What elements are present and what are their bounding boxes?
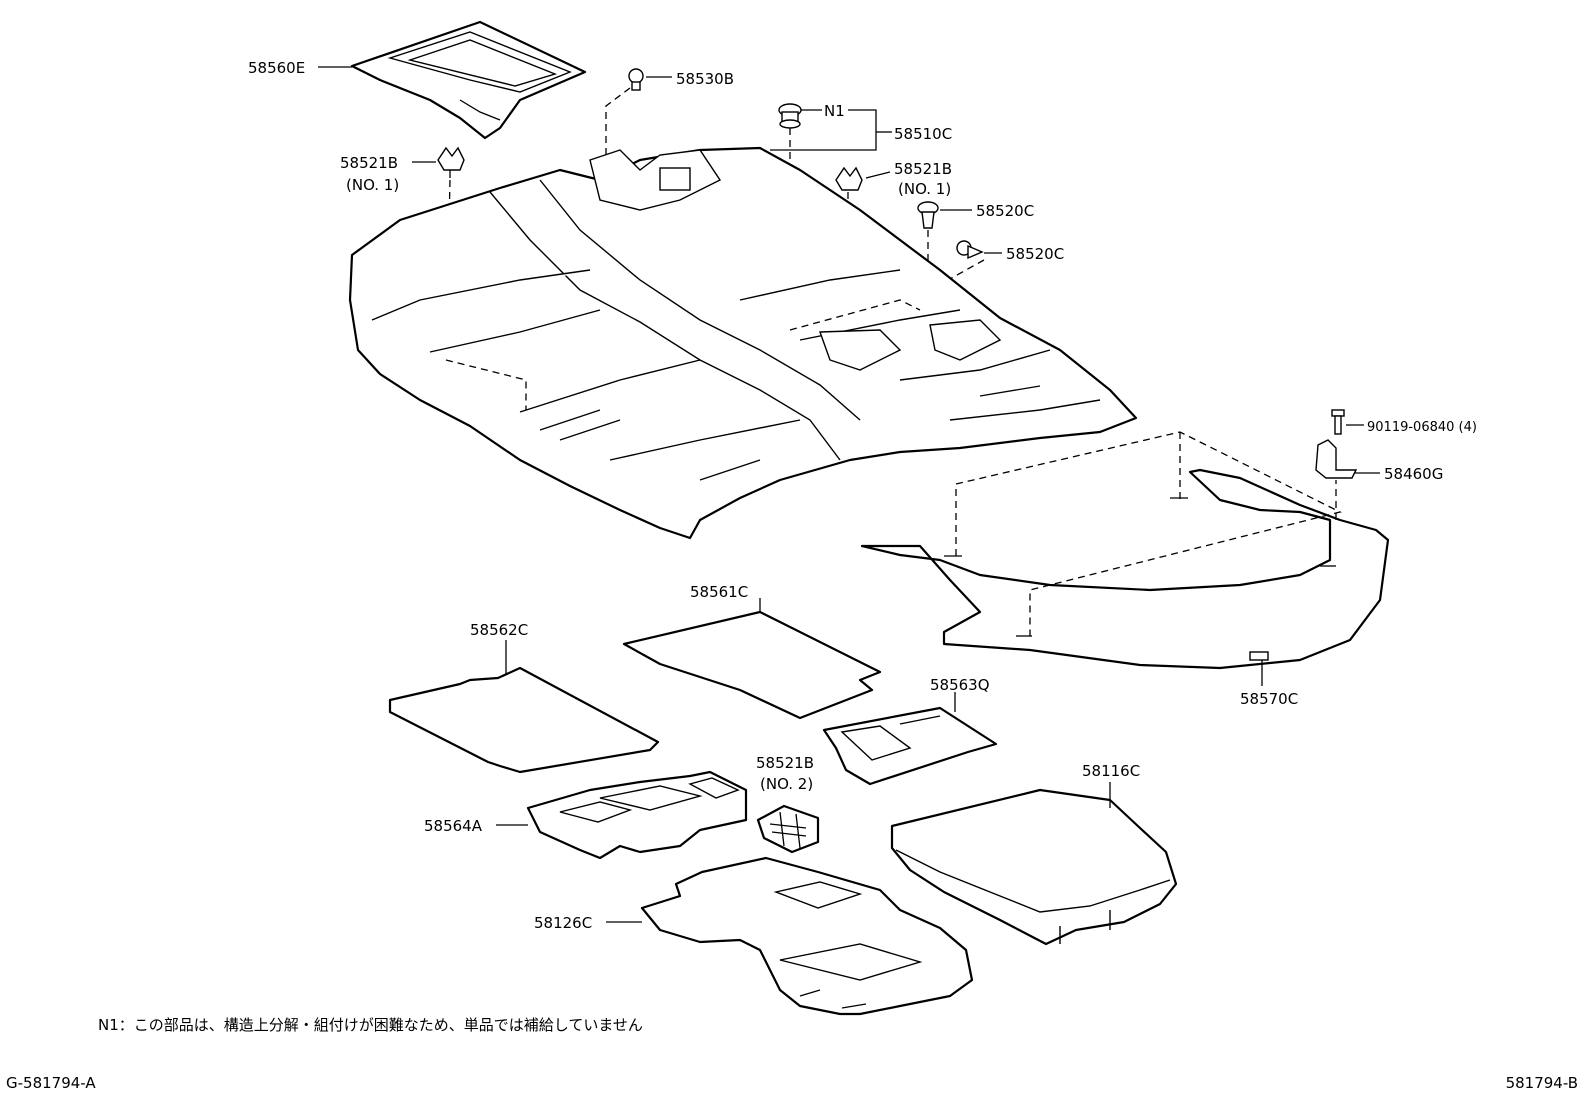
- label-58520C-b: 58520C: [1006, 245, 1064, 263]
- label-58460G: 58460G: [1384, 465, 1443, 483]
- label-58561C: 58561C: [690, 583, 748, 601]
- mat-58562C-shape: [388, 666, 660, 774]
- label-58521B-no2-sub: (NO. 2): [760, 775, 813, 793]
- label-58521B-left: 58521B: [340, 154, 398, 172]
- clip-58520C-a-shape: [917, 201, 939, 229]
- clip-58521B-left-shape: [437, 146, 465, 178]
- label-58520C-a: 58520C: [976, 202, 1034, 220]
- clip-58520C-b-shape: [956, 240, 984, 260]
- figure-code-left: G-581794-A: [6, 1074, 96, 1092]
- spacer-58126C-shape: [640, 856, 974, 1016]
- clip-58521B-no2-shape: [756, 804, 820, 854]
- floor-carpet-58510C-shape: [348, 146, 1138, 540]
- label-58560E: 58560E: [248, 59, 305, 77]
- luggage-mat-58570C-shape: [860, 468, 1390, 670]
- tray-58116C-shape: [890, 788, 1178, 946]
- label-58530B: 58530B: [676, 70, 734, 88]
- label-58563Q: 58563Q: [930, 676, 990, 694]
- bolt-90119-shape: [1331, 409, 1345, 435]
- figure-code-right: 581794-B: [1505, 1074, 1578, 1092]
- mat-58563Q-shape: [822, 706, 998, 786]
- spacer-58564A-shape: [526, 770, 748, 860]
- label-58562C: 58562C: [470, 621, 528, 639]
- clip-58521B-right-shape: [835, 166, 863, 191]
- clip-58530B-shape: [628, 68, 644, 91]
- label-58521B-no2: 58521B: [756, 754, 814, 772]
- label-58116C: 58116C: [1082, 762, 1140, 780]
- part-58560E-shape: [350, 20, 587, 140]
- bracket-58460G-shape: [1315, 439, 1358, 479]
- label-58521B-right-sub: (NO. 1): [898, 180, 951, 198]
- footnote-n1: N1：この部品は、構造上分解・組付けが困難なため、単品では補給していません: [98, 1016, 643, 1034]
- label-58521B-left-sub: (NO. 1): [346, 176, 399, 194]
- label-58564A: 58564A: [424, 817, 483, 835]
- label-90119-06840: 90119-06840 (4): [1367, 420, 1477, 435]
- label-58126C: 58126C: [534, 914, 592, 932]
- grommet-n1-shape: [778, 103, 802, 129]
- label-58521B-right: 58521B: [894, 160, 952, 178]
- label-58570C: 58570C: [1240, 690, 1298, 708]
- label-n1: N1: [824, 102, 845, 120]
- mat-58561C-shape: [622, 610, 882, 720]
- label-58510C: 58510C: [894, 125, 952, 143]
